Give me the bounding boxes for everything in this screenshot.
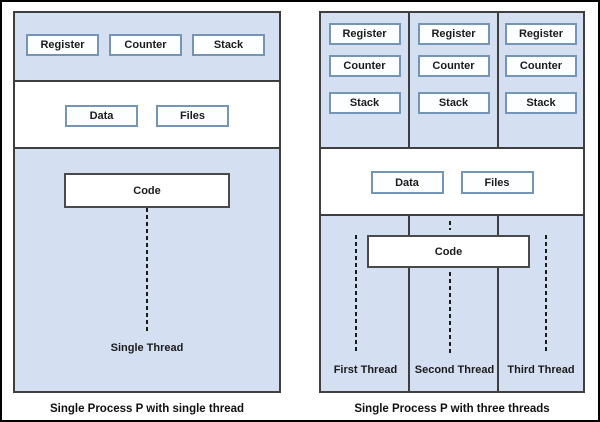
data-box: Data bbox=[370, 171, 444, 194]
second-thread-label: Second Thread bbox=[414, 364, 495, 376]
left-data-files-section: Data Files bbox=[15, 82, 279, 149]
thread1-lane bbox=[321, 216, 410, 391]
right-diagram-caption: Single Process P with three threads bbox=[354, 403, 550, 415]
single-thread-process-box: Register Counter Stack Data Files Code S… bbox=[13, 11, 281, 393]
code-box: Code bbox=[64, 173, 230, 208]
stack-box: Stack bbox=[192, 34, 265, 56]
second-thread-dashed-line-top bbox=[449, 221, 451, 230]
right-registers-section: Register Counter Stack Register Counter … bbox=[321, 13, 583, 149]
data-box: Data bbox=[65, 105, 138, 127]
counter-box: Counter bbox=[109, 34, 182, 56]
code-box: Code bbox=[367, 235, 530, 268]
register-box: Register bbox=[505, 23, 577, 45]
single-thread-dashed-line bbox=[146, 208, 148, 333]
files-box: Files bbox=[156, 105, 229, 127]
register-box: Register bbox=[417, 23, 490, 45]
right-data-files-section: Data Files bbox=[321, 149, 583, 216]
stack-box: Stack bbox=[328, 92, 401, 114]
register-box: Register bbox=[26, 34, 99, 56]
left-diagram-caption: Single Process P with single thread bbox=[49, 403, 245, 415]
left-registers-section: Register Counter Stack bbox=[15, 13, 279, 82]
three-thread-process-box: Register Counter Stack Register Counter … bbox=[319, 11, 585, 393]
second-thread-dashed-line bbox=[449, 272, 451, 354]
thread3-register-column: Register Counter Stack bbox=[499, 13, 583, 147]
thread1-register-column: Register Counter Stack bbox=[321, 13, 410, 147]
counter-box: Counter bbox=[417, 55, 490, 77]
third-thread-label: Third Thread bbox=[507, 364, 575, 376]
stack-box: Stack bbox=[417, 92, 490, 114]
first-thread-label: First Thread bbox=[333, 364, 398, 376]
thread-labels-row: First Thread Second Thread Third Thread bbox=[321, 364, 583, 376]
thread2-register-column: Register Counter Stack bbox=[410, 13, 499, 147]
register-box: Register bbox=[328, 23, 401, 45]
left-code-section: Code Single Thread bbox=[15, 149, 279, 391]
files-box: Files bbox=[460, 171, 534, 194]
counter-box: Counter bbox=[505, 55, 577, 77]
stack-box: Stack bbox=[505, 92, 577, 114]
single-thread-label: Single Thread bbox=[110, 342, 184, 354]
first-thread-dashed-line bbox=[355, 235, 357, 354]
counter-box: Counter bbox=[328, 55, 401, 77]
thread2-lane bbox=[410, 216, 499, 391]
right-threads-section: Code First Thread Second Thread Third Th… bbox=[321, 216, 583, 391]
third-thread-dashed-line bbox=[545, 235, 547, 354]
